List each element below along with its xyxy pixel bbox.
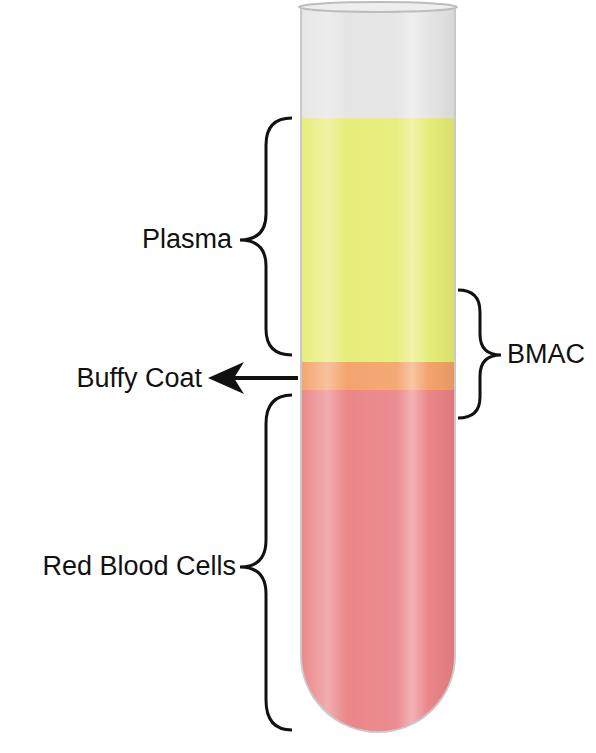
plasma-bracket xyxy=(240,118,292,355)
layer-label: Plasma xyxy=(142,224,232,255)
bmac-bracket xyxy=(458,290,501,418)
tube-contents xyxy=(300,0,456,753)
tube-outline xyxy=(301,6,455,732)
buffy-coat-arrowhead xyxy=(208,362,244,394)
bracket-label: BMAC xyxy=(507,339,585,370)
layer-label: Buffy Coat xyxy=(76,363,202,394)
buffy-coat-arrow xyxy=(232,376,298,380)
glass-gloss xyxy=(300,0,456,753)
tube-rim xyxy=(299,2,457,12)
red-cell-bracket xyxy=(240,395,292,730)
layer-label: Red Blood Cells xyxy=(42,551,236,582)
